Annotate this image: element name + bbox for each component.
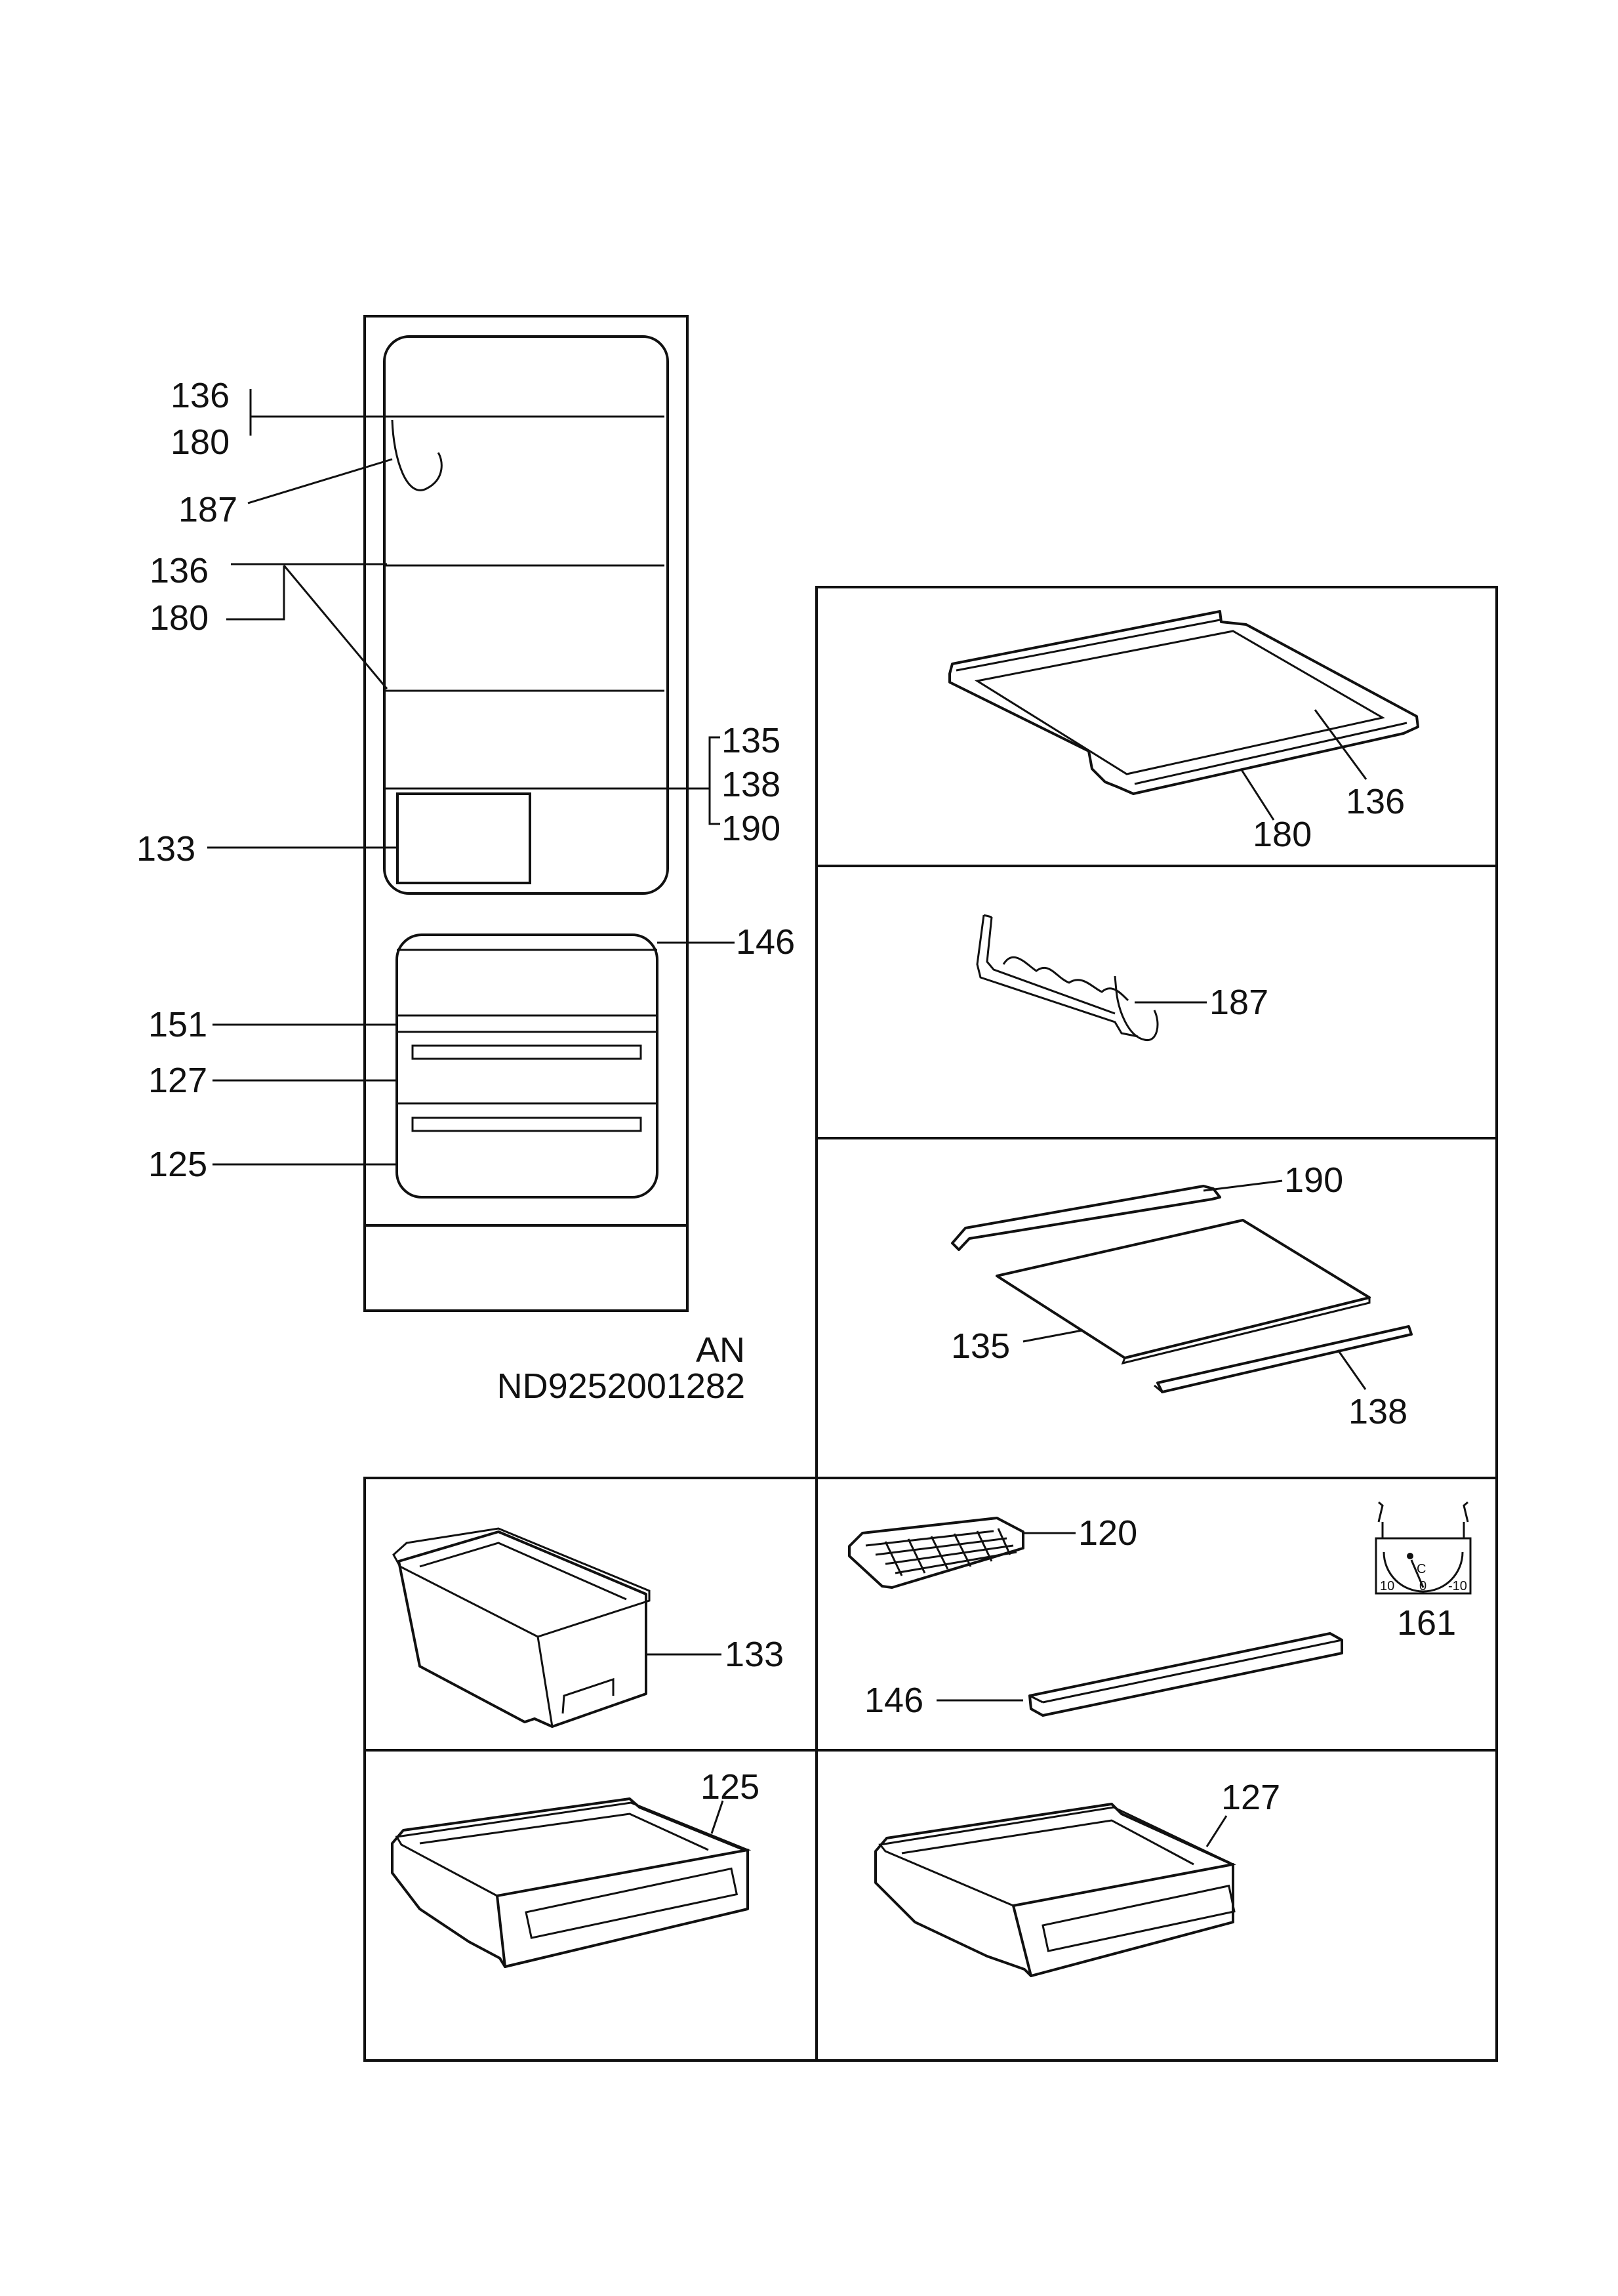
fridge-cabinet-outline xyxy=(363,315,689,1312)
thermometer-tick-minus10: -10 xyxy=(1448,1579,1467,1593)
label-190: 190 xyxy=(721,809,780,848)
label-135: 135 xyxy=(721,721,780,760)
fridge-overview: 136 180 187 136 180 135 138 190 133 146 … xyxy=(136,315,795,1406)
bottom-panel-frame xyxy=(363,1477,1498,2062)
thermometer-pivot xyxy=(1407,1553,1413,1559)
thermometer-body xyxy=(1375,1537,1472,1595)
label-panel-120: 120 xyxy=(1078,1513,1137,1553)
label-panel-125: 125 xyxy=(700,1767,759,1807)
freezer-compartment xyxy=(395,933,658,1199)
label-panel-187: 187 xyxy=(1209,983,1268,1022)
panel-shelf: 136 180 xyxy=(948,610,1419,854)
box-inner-rim xyxy=(419,1542,627,1601)
box-front-edge xyxy=(536,1636,554,1727)
ice-tray xyxy=(848,1517,1024,1589)
rack-wire-front xyxy=(976,914,1139,1038)
thermometer-left-clip xyxy=(1377,1501,1384,1523)
label-panel-190: 190 xyxy=(1284,1160,1343,1200)
panel-ice: 120 146 C 10 0 -10 161 xyxy=(848,1501,1472,1720)
shelf-glass xyxy=(974,630,1386,775)
box-handle-cutout xyxy=(561,1677,615,1714)
freezer-strip-end xyxy=(1029,1694,1043,1704)
shelf-rim-front xyxy=(1134,722,1407,785)
drawer-a-inner xyxy=(419,1813,709,1851)
thermometer-dial xyxy=(1383,1551,1464,1593)
bracket-135-190 xyxy=(708,736,720,825)
glass-plate-edge xyxy=(1121,1298,1371,1365)
label-panel-127: 127 xyxy=(1221,1778,1280,1817)
glass-plate xyxy=(996,1219,1371,1359)
freezer-strip-ridge xyxy=(1042,1639,1343,1704)
label-187: 187 xyxy=(178,490,237,529)
thermometer-unit: C xyxy=(1417,1562,1426,1576)
label-133: 133 xyxy=(136,829,195,869)
drawer-b-inner xyxy=(901,1819,1194,1866)
rack-wire-back xyxy=(986,916,1116,1015)
thermometer-tick-10: 10 xyxy=(1380,1579,1394,1593)
shelf-rim-back xyxy=(956,619,1221,672)
label-127: 127 xyxy=(148,1061,207,1100)
fridge-compartment xyxy=(383,335,669,895)
leader-187 xyxy=(247,458,393,504)
drawer-b-handle xyxy=(1042,1884,1236,1952)
label-180-top: 180 xyxy=(171,422,230,462)
front-trim-end xyxy=(1154,1384,1163,1393)
freezer-strip xyxy=(1028,1632,1343,1717)
leader-panel-136 xyxy=(1314,709,1367,780)
drawer-b-front xyxy=(1012,1863,1234,1977)
panel-box: 133 xyxy=(392,1527,784,1728)
label-151: 151 xyxy=(148,1005,207,1044)
front-trim-strip xyxy=(1156,1325,1413,1393)
parts-panel-grid xyxy=(363,586,1498,2062)
ice-tray-rows xyxy=(865,1530,1017,1574)
label-panel-180: 180 xyxy=(1253,815,1312,854)
leader-panel-138 xyxy=(1337,1349,1367,1390)
thermometer-right-clip xyxy=(1463,1501,1469,1523)
label-180-mid: 180 xyxy=(150,598,209,638)
rack-cradle xyxy=(1002,956,1129,1002)
leader-panel-135 xyxy=(1022,1329,1083,1343)
leader-180-b xyxy=(226,565,285,621)
label-138: 138 xyxy=(721,765,780,804)
label-136-top: 136 xyxy=(171,376,230,415)
box-rim xyxy=(392,1527,651,1638)
label-panel-146: 146 xyxy=(864,1681,923,1720)
label-panel-161: 161 xyxy=(1397,1603,1456,1643)
label-136-mid: 136 xyxy=(150,551,209,590)
panel-rack: 187 xyxy=(976,914,1268,1041)
drawer-handle-upper xyxy=(411,1044,642,1060)
rack-hook xyxy=(983,914,992,918)
leader-panel-127 xyxy=(1205,1815,1228,1847)
leader-panel-180 xyxy=(1240,768,1275,821)
drawing-number: ND9252001282 xyxy=(497,1366,745,1406)
drawer-handle-lower xyxy=(411,1117,642,1132)
leader-panel-125 xyxy=(710,1800,724,1834)
label-125: 125 xyxy=(148,1145,207,1184)
label-panel-136: 136 xyxy=(1346,782,1405,821)
drawer-a-handle xyxy=(525,1867,738,1939)
bottle-rack-sketch xyxy=(391,419,443,491)
label-panel-133: 133 xyxy=(725,1635,784,1674)
panel-glass: 190 135 138 xyxy=(951,1160,1413,1431)
shelf-back-trim xyxy=(951,1185,1221,1251)
variant-code: AN xyxy=(696,1330,745,1370)
ice-tray-columns xyxy=(884,1528,1011,1576)
label-146: 146 xyxy=(736,922,795,962)
panel-drawer-b: 127 xyxy=(874,1778,1280,1977)
leader-180-b-diag xyxy=(283,565,388,689)
panel-drawer-a: 125 xyxy=(391,1767,759,1968)
thermometer-tick-0: 0 xyxy=(1419,1579,1426,1593)
shelf-frame xyxy=(948,610,1419,795)
label-panel-138: 138 xyxy=(1348,1392,1407,1431)
small-box-sketch xyxy=(396,792,531,884)
thermometer-needle xyxy=(1410,1559,1425,1588)
rack-end-loop xyxy=(1114,975,1159,1041)
thermometer: C 10 0 -10 161 xyxy=(1375,1501,1472,1643)
label-panel-135: 135 xyxy=(951,1326,1010,1366)
leader-panel-190 xyxy=(1203,1179,1283,1192)
